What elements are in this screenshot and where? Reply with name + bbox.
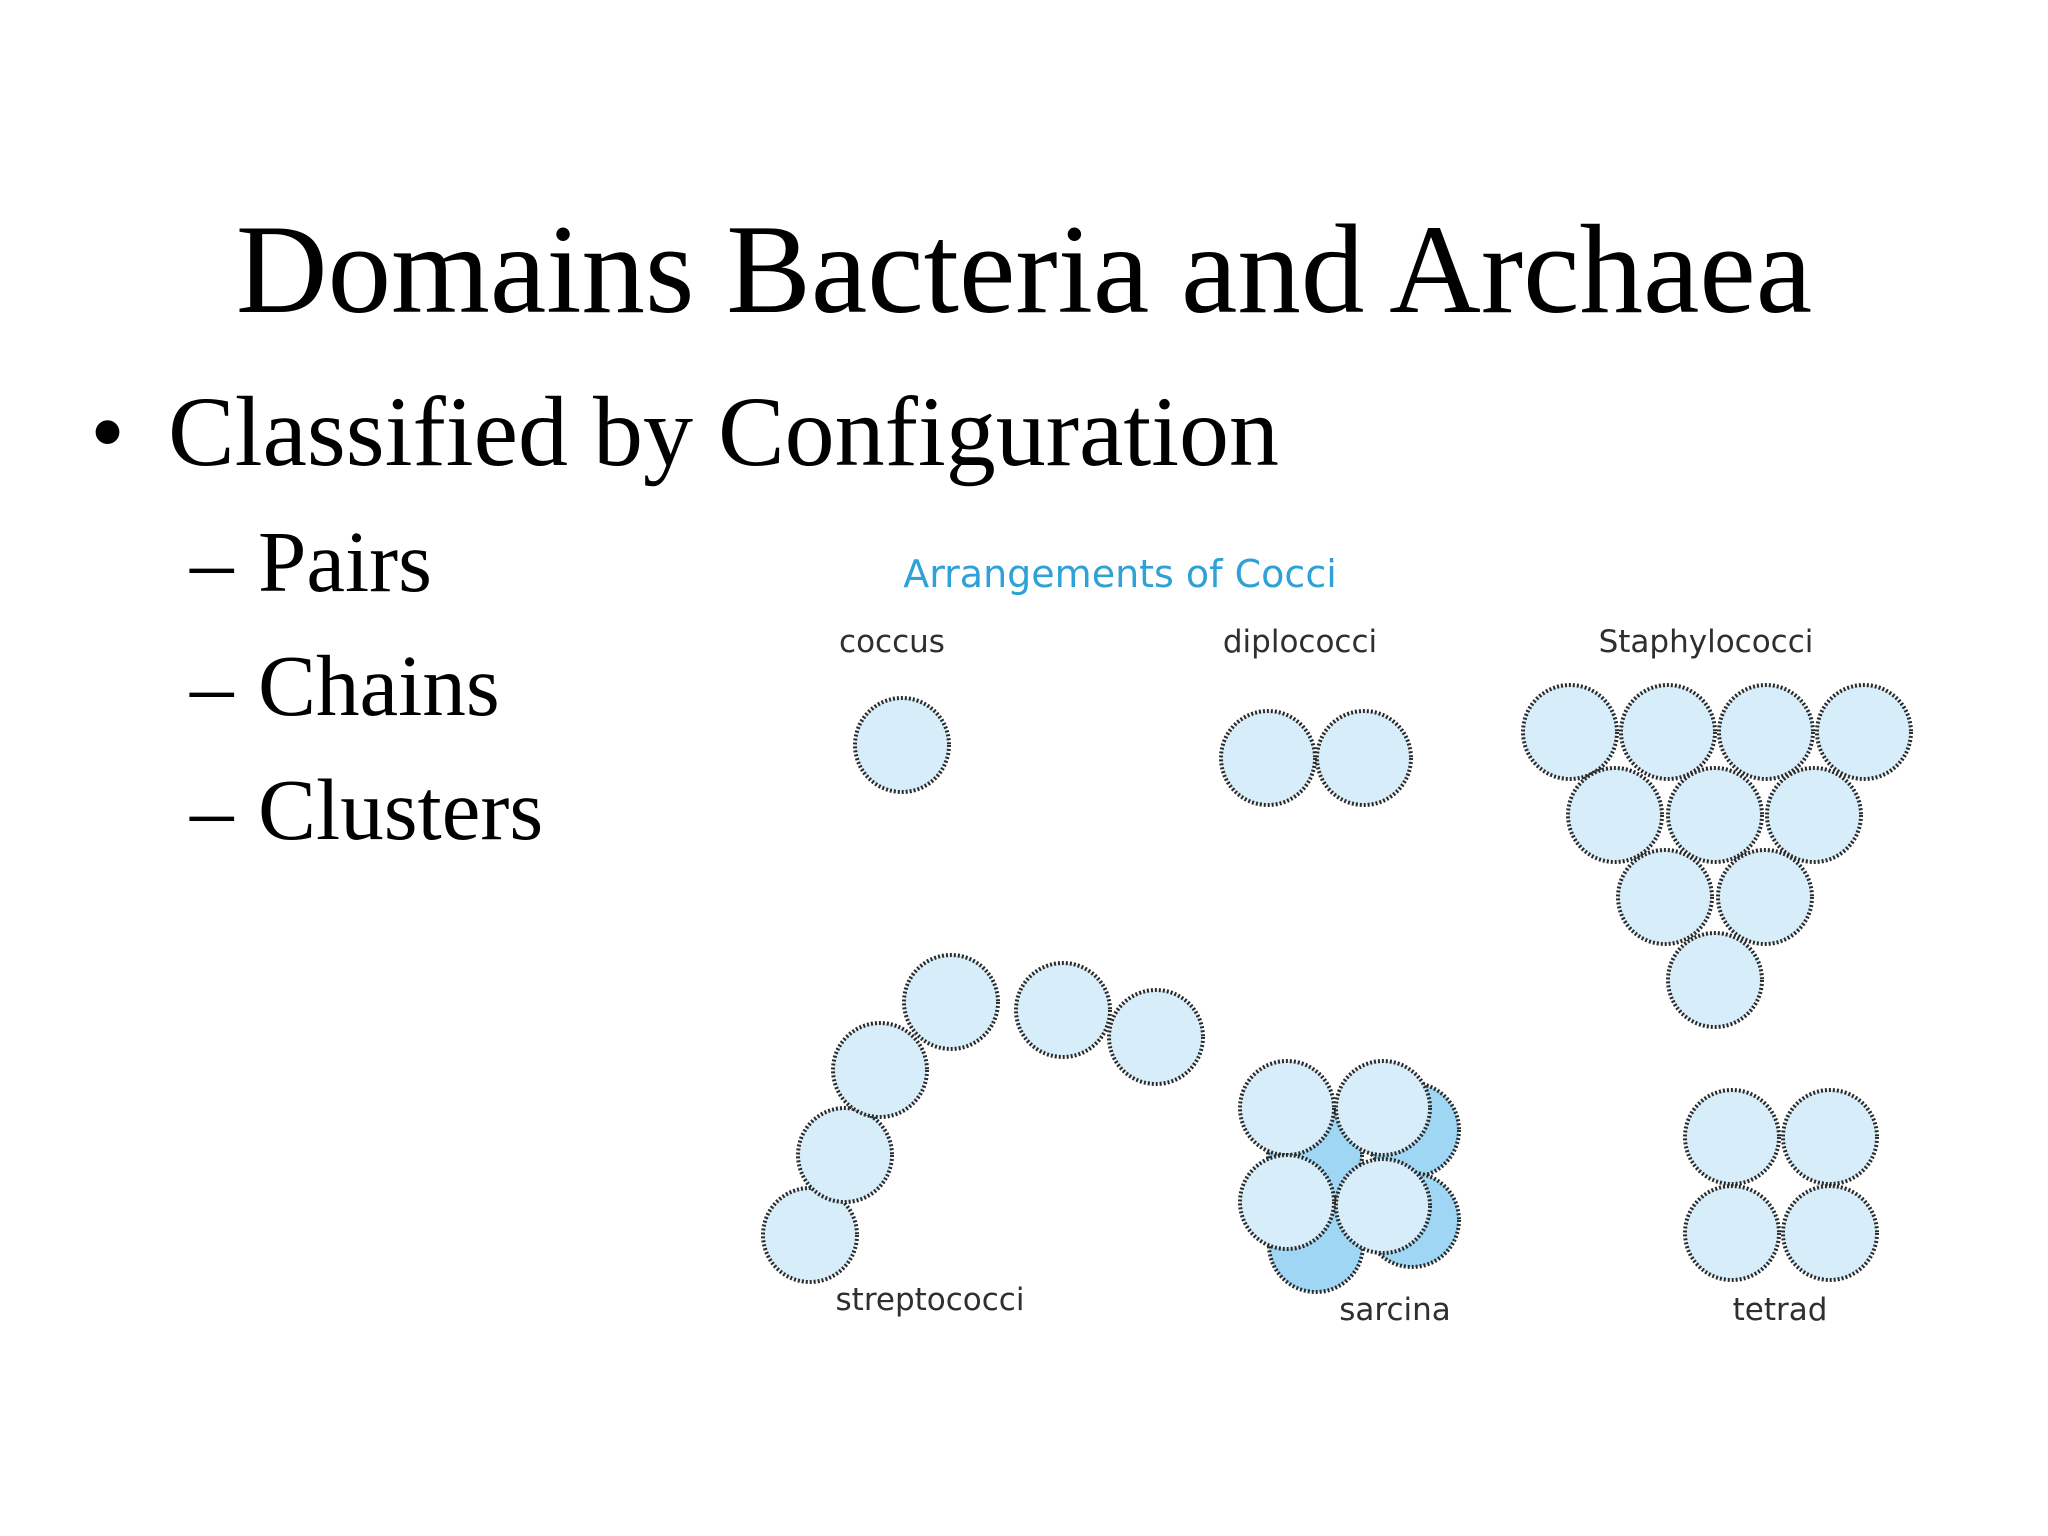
cell bbox=[1765, 766, 1863, 864]
cell bbox=[1717, 683, 1815, 781]
cell bbox=[1238, 1059, 1336, 1157]
cell bbox=[1716, 848, 1814, 946]
subitem-chains: –Chains bbox=[190, 636, 500, 736]
label-coccus: coccus bbox=[839, 624, 945, 660]
subitem-marker: – bbox=[190, 513, 234, 610]
cell bbox=[1683, 1184, 1781, 1282]
label-diplococci: diplococci bbox=[1223, 624, 1377, 660]
cell bbox=[1238, 1153, 1336, 1251]
cell bbox=[796, 1106, 894, 1204]
label-sarcina: sarcina bbox=[1339, 1292, 1451, 1328]
cell bbox=[853, 696, 951, 794]
cell bbox=[831, 1021, 929, 1119]
subitem-marker: – bbox=[190, 637, 234, 734]
cell bbox=[1781, 1184, 1879, 1282]
subitem-pairs: –Pairs bbox=[190, 512, 432, 612]
cell bbox=[1781, 1088, 1879, 1186]
label-staphylococci: Staphylococci bbox=[1599, 624, 1814, 660]
figure-title: Arrangements of Cocci bbox=[903, 552, 1337, 596]
cell bbox=[902, 953, 1000, 1051]
subitem-clusters: –Clusters bbox=[190, 760, 543, 860]
cell bbox=[1666, 766, 1764, 864]
bullet-item: • Classified by Configuration bbox=[90, 372, 1279, 492]
coccus-group bbox=[853, 696, 951, 794]
slide-title: Domains Bacteria and Archaea bbox=[235, 200, 1813, 340]
subitem-text: Pairs bbox=[258, 513, 432, 610]
cell bbox=[1315, 709, 1413, 807]
cell bbox=[1334, 1059, 1432, 1157]
subitem-text: Chains bbox=[258, 637, 500, 734]
cell bbox=[1566, 766, 1664, 864]
bullet-marker: • bbox=[90, 376, 126, 487]
cell bbox=[1107, 988, 1205, 1086]
staphylococci-group bbox=[1521, 683, 1913, 1029]
cell bbox=[1666, 931, 1764, 1029]
cell bbox=[1619, 683, 1717, 781]
streptococci-group bbox=[761, 953, 1205, 1284]
label-tetrad: tetrad bbox=[1733, 1292, 1828, 1328]
cell bbox=[1334, 1157, 1432, 1255]
diplococci-group bbox=[1219, 709, 1413, 807]
cell bbox=[1521, 683, 1619, 781]
subitem-marker: – bbox=[190, 761, 234, 858]
tetrad-group bbox=[1683, 1088, 1879, 1282]
cell bbox=[761, 1186, 859, 1284]
cell bbox=[1219, 709, 1317, 807]
bullet-text: Classified by Configuration bbox=[168, 376, 1279, 487]
cell bbox=[1616, 848, 1714, 946]
label-streptococci: streptococci bbox=[836, 1282, 1025, 1318]
cocci-arrangements-figure: Arrangements of Cocci coccus diplococci … bbox=[761, 552, 1913, 1328]
cell bbox=[1683, 1088, 1781, 1186]
cell bbox=[1815, 683, 1913, 781]
cell bbox=[1014, 961, 1112, 1059]
sarcina-group bbox=[1238, 1059, 1461, 1294]
subitem-text: Clusters bbox=[258, 761, 544, 858]
